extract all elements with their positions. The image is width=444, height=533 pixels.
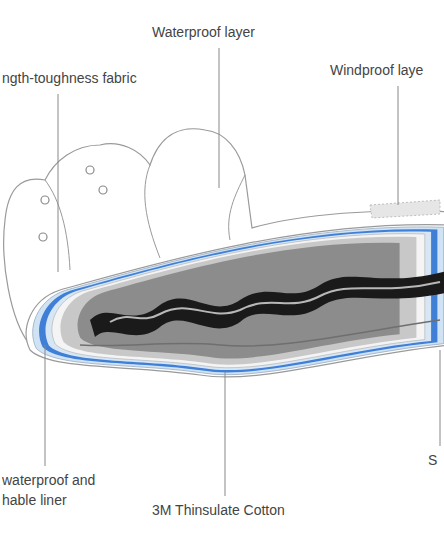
insulation-layer bbox=[78, 243, 400, 359]
part-label: Waterproof layer bbox=[152, 22, 255, 42]
leader-line bbox=[58, 94, 59, 272]
part-label: Windproof laye bbox=[330, 60, 423, 80]
leader-line bbox=[398, 86, 399, 205]
part-label: ngth-toughness fabric bbox=[2, 68, 137, 88]
leader-line bbox=[440, 350, 441, 446]
rivet bbox=[99, 186, 107, 194]
leader-line bbox=[219, 48, 220, 188]
windproof-mesh bbox=[370, 200, 440, 218]
rivet bbox=[39, 233, 47, 241]
cross-section bbox=[26, 225, 444, 377]
leader-line bbox=[225, 372, 226, 496]
insulation-fold bbox=[110, 282, 440, 322]
waterproof-layer bbox=[33, 227, 444, 375]
insulation-wave bbox=[90, 270, 444, 337]
inner-white-layer bbox=[52, 234, 425, 368]
part-label: waterproof and hable liner bbox=[2, 470, 110, 510]
blue-layer bbox=[39, 229, 437, 372]
part-label: 3M Thinsulate Cotton bbox=[152, 500, 285, 520]
rivet bbox=[41, 196, 49, 204]
windproof-layer bbox=[45, 231, 431, 370]
lower-fold bbox=[80, 320, 440, 346]
rivet bbox=[86, 166, 94, 174]
part-label: S bbox=[428, 450, 437, 470]
leader-line bbox=[45, 345, 46, 466]
finger-seam bbox=[229, 175, 245, 240]
outer-fabric bbox=[26, 225, 444, 377]
finger-seam bbox=[145, 165, 160, 258]
